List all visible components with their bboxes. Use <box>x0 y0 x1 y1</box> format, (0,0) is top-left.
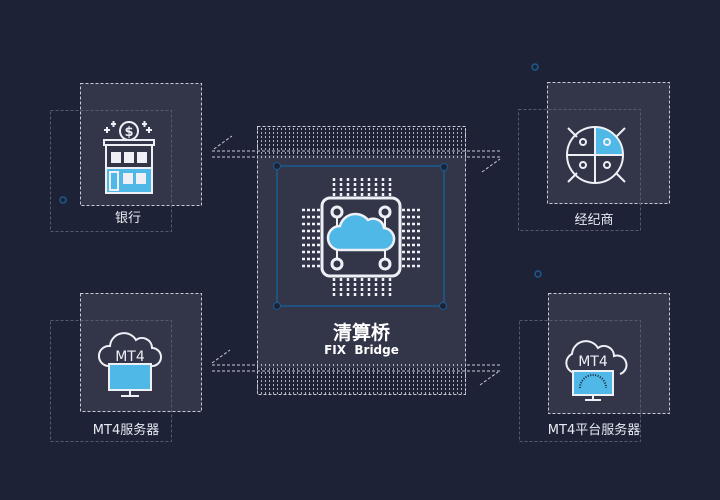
mt4-cloud-monitor-icon <box>98 332 162 397</box>
center-title: 清算桥 <box>332 322 390 344</box>
node-label-mt4-platform: MT4平台服务器 <box>547 423 641 438</box>
broker-group-icon <box>566 126 626 184</box>
node-fix-bridge <box>257 126 466 395</box>
svg-text:$: $ <box>124 125 133 140</box>
node-label-bank: 银行 <box>114 211 141 226</box>
node-bank: $ <box>50 70 202 232</box>
node-broker <box>518 63 670 231</box>
bank-icon: $ <box>103 121 155 194</box>
node-label-mt4-server: MT4服务器 <box>92 423 160 438</box>
node-label-broker: 经纪商 <box>574 213 614 228</box>
cloud-chip-icon <box>302 178 420 296</box>
node-mt4-platform: MT4 <box>519 270 670 442</box>
node-mt4-server: MT4 <box>50 290 202 442</box>
mt4-cloud-dashboard-icon <box>565 340 628 401</box>
center-subtitle: FIX Bridge <box>324 343 399 357</box>
mt4-platform-icon-text: MT4 <box>578 354 608 370</box>
mt4-icon-text: MT4 <box>115 349 145 365</box>
